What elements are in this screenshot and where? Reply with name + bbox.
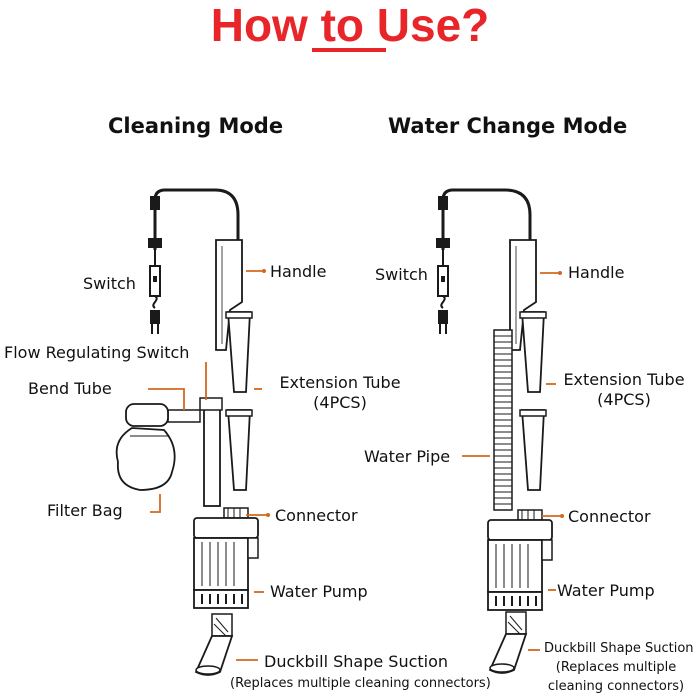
water-switch-label: Switch [375, 265, 428, 284]
cleaning-switch-label: Switch [83, 274, 136, 293]
water-pipe-label: Water Pipe [364, 447, 451, 466]
cleaning-mode-heading: Cleaning Mode [108, 114, 284, 138]
cleaning-handle-label: Handle [270, 262, 327, 281]
water-duckbill-label: Duckbill Shape Suction [544, 641, 694, 656]
cleaning-duckbill-note: (Replaces multiple cleaning connectors) [230, 676, 491, 691]
water-duckbill-note-2: cleaning connectors) [547, 679, 685, 694]
cleaning-filter-bag-label: Filter Bag [47, 501, 123, 520]
water-water-pump-label: Water Pump [557, 581, 655, 600]
water-duckbill-note-1: (Replaces multiple [555, 660, 677, 675]
cleaning-bend-tube-label: Bend Tube [28, 379, 112, 398]
leader-lines [148, 270, 562, 661]
page-title: How to Use? [210, 0, 490, 51]
cleaning-connector-label: Connector [275, 506, 358, 525]
water-handle-label: Handle [568, 263, 625, 282]
water-extension-tube-label: Extension Tube [563, 370, 685, 389]
cleaning-extension-tube-label: Extension Tube [279, 373, 401, 392]
cleaning-water-pump-label: Water Pump [270, 582, 368, 601]
water-change-mode-heading: Water Change Mode [388, 114, 628, 138]
cleaning-diagram [115, 188, 259, 676]
cleaning-flow-switch-label: Flow Regulating Switch [4, 343, 190, 362]
water-extension-qty: (4PCS) [597, 390, 651, 409]
cleaning-duckbill-label: Duckbill Shape Suction [264, 652, 449, 671]
cleaning-extension-qty: (4PCS) [313, 393, 367, 412]
water-connector-label: Connector [568, 507, 651, 526]
water-change-diagram [435, 188, 553, 674]
title-underline [312, 48, 386, 52]
